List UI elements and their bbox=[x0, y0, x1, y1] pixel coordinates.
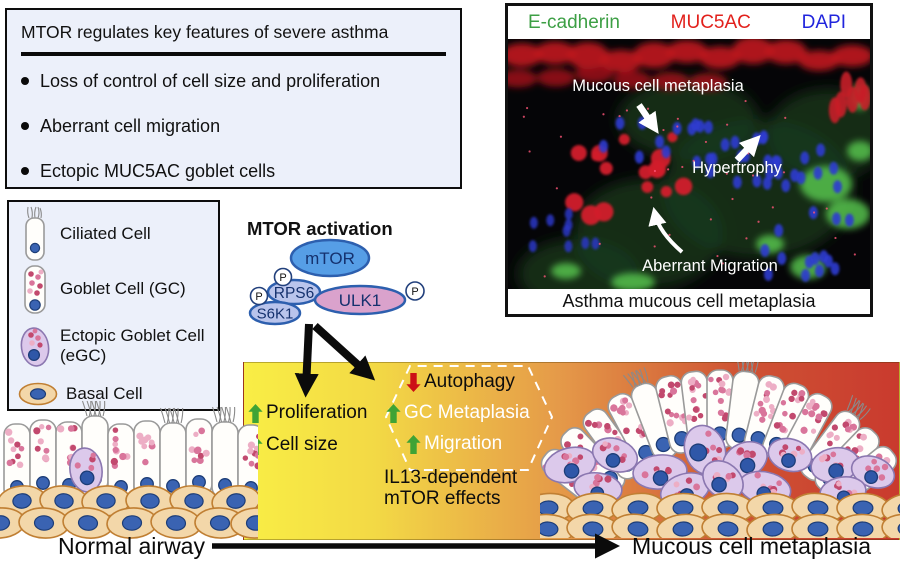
mtor-complex-diagram: mTOR RPS6 ULK1 S6K1 P P P bbox=[248, 238, 425, 326]
fluorescence-micrograph: Mucous cell metaplasia Hypertrophy Aberr… bbox=[508, 39, 870, 289]
goblet-cell-icon bbox=[24, 264, 46, 314]
svg-text:P: P bbox=[411, 286, 418, 298]
metaplasia-illustration bbox=[540, 362, 900, 538]
legend-label: Ectopic Goblet Cell (eGC) bbox=[60, 326, 205, 365]
metaplasia-arrow-icon bbox=[636, 103, 659, 134]
legend-label: Ciliated Cell bbox=[60, 224, 151, 244]
svg-text:P: P bbox=[279, 272, 286, 284]
ciliated-cell-icon bbox=[25, 206, 45, 261]
stain-label-dapi: DAPI bbox=[801, 11, 846, 33]
ulk1-node-label: ULK1 bbox=[339, 291, 382, 310]
effect-cell-size: Cell size bbox=[248, 434, 338, 456]
effect-label: Migration bbox=[424, 433, 503, 454]
up-arrow-icon bbox=[386, 403, 401, 423]
up-arrow-icon bbox=[406, 434, 421, 454]
hypertrophy-arrow-icon bbox=[734, 134, 761, 163]
effect-autophagy: Autophagy bbox=[406, 371, 515, 393]
legend-item-goblet-cell: Goblet Cell (GC) bbox=[18, 262, 209, 315]
micrograph-caption: Asthma mucous cell metaplasia bbox=[508, 289, 870, 314]
effect-gc-metaplasia: GC Metaplasia bbox=[386, 402, 530, 424]
stain-label-ecadherin: E-cadherin bbox=[528, 11, 620, 33]
legend-item-ectopic-goblet-cell: Ectopic Goblet Cell (eGC) bbox=[18, 315, 209, 377]
effect-label: Autophagy bbox=[424, 371, 515, 392]
micrograph-panel: E-cadherin MUC5AC DAPI Mucous cell metap… bbox=[505, 3, 873, 317]
legend-label: Goblet Cell (GC) bbox=[60, 278, 186, 298]
phospho-badges: P P P bbox=[249, 267, 425, 306]
features-list: Loss of control of cell size and prolife… bbox=[19, 71, 448, 182]
s6k1-node bbox=[248, 300, 302, 326]
down-arrow-icon bbox=[406, 372, 421, 392]
feature-bullet: Ectopic MUC5AC goblet cells bbox=[19, 161, 448, 182]
features-divider bbox=[21, 52, 446, 56]
hypertrophy-annotation: Hypertrophy bbox=[692, 159, 783, 177]
phospho-icon bbox=[249, 286, 269, 306]
effect-proliferation: Proliferation bbox=[248, 402, 367, 424]
ectopic-goblet-cell-icon bbox=[20, 327, 50, 367]
effect-label: Proliferation bbox=[266, 402, 368, 423]
mtor-activation-title: MTOR activation bbox=[247, 218, 393, 239]
legend-box: Ciliated Cell Goblet Cell (GC) Ectopic G… bbox=[7, 200, 220, 411]
phospho-icon bbox=[273, 267, 293, 287]
ulk1-node bbox=[313, 284, 407, 316]
dashed-hexagon bbox=[384, 365, 554, 471]
mucous-metaplasia-label: Mucous cell metaplasia bbox=[632, 533, 872, 559]
micrograph-stain-key: E-cadherin MUC5AC DAPI bbox=[508, 6, 870, 39]
rps6-node-label: RPS6 bbox=[274, 285, 315, 302]
up-arrow-icon bbox=[248, 403, 263, 423]
migration-curved-arrow-icon bbox=[648, 206, 684, 254]
effect-label: GC Metaplasia bbox=[404, 402, 530, 423]
metaplasia-annotation: Mucous cell metaplasia bbox=[572, 77, 744, 95]
legend-label: Basal Cell bbox=[66, 384, 143, 404]
il13-caption: IL13-dependent mTOR effects bbox=[384, 467, 518, 509]
effect-label: Cell size bbox=[266, 434, 338, 455]
feature-bullet: Loss of control of cell size and prolife… bbox=[19, 71, 448, 92]
phospho-icon bbox=[405, 281, 425, 301]
basal-cell-icon bbox=[18, 382, 58, 406]
mtor-node-label: mTOR bbox=[305, 249, 355, 268]
micrograph-image: Mucous cell metaplasia Hypertrophy Aberr… bbox=[508, 39, 870, 289]
s6k1-node-label: S6K1 bbox=[257, 306, 294, 323]
legend-item-basal-cell: Basal Cell bbox=[18, 377, 209, 411]
stain-label-muc5ac: MUC5AC bbox=[670, 11, 751, 33]
svg-text:P: P bbox=[255, 291, 262, 303]
features-box: MTOR regulates key features of severe as… bbox=[5, 8, 462, 189]
normal-airway-illustration bbox=[0, 400, 258, 539]
effect-migration: Migration bbox=[406, 433, 502, 455]
normal-airway-label: Normal airway bbox=[58, 533, 205, 559]
feature-bullet: Aberrant cell migration bbox=[19, 116, 448, 137]
mtor-node bbox=[289, 238, 371, 278]
features-title: MTOR regulates key features of severe as… bbox=[21, 22, 389, 42]
micrograph-annotations: Mucous cell metaplasia Hypertrophy Aberr… bbox=[572, 77, 782, 275]
migration-annotation: Aberrant Migration bbox=[642, 257, 778, 275]
legend-item-ciliated-cell: Ciliated Cell bbox=[18, 206, 209, 262]
